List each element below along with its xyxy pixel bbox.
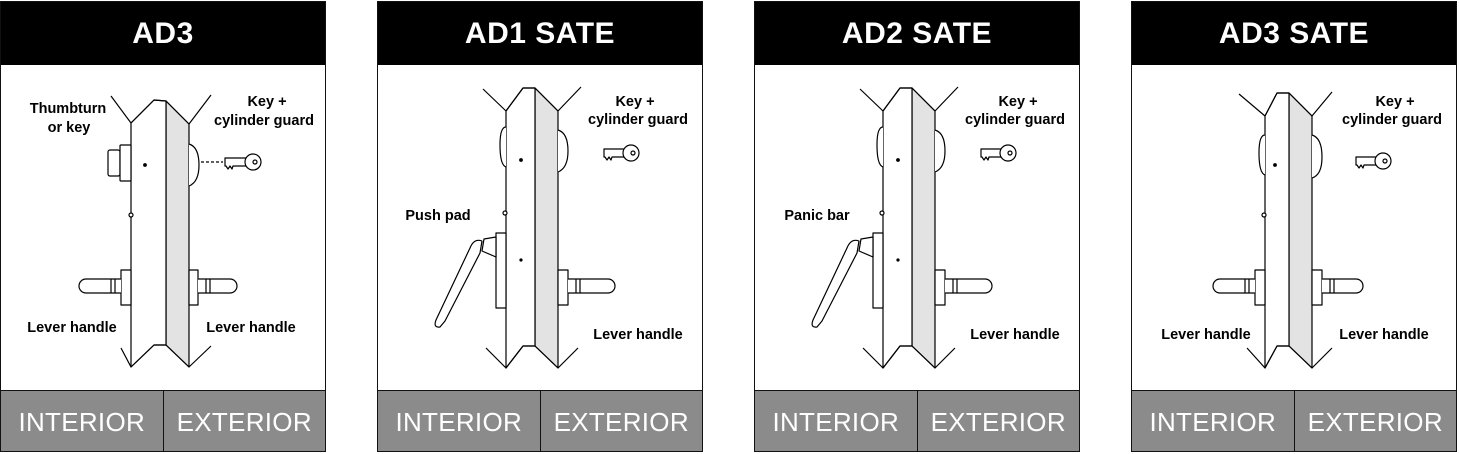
footer-exterior: EXTERIOR — [916, 391, 1080, 451]
label-thumbturn: Thumbturn — [30, 101, 107, 117]
door-panel-edge — [1264, 92, 1290, 369]
lever-handle-interior-icon — [78, 269, 132, 306]
panel-title: AD2 SATE — [755, 2, 1079, 65]
door-panel-edge — [505, 87, 536, 369]
break-line-top — [859, 86, 959, 112]
footer-exterior: EXTERIOR — [162, 391, 326, 451]
cylinder-guard-icon — [557, 129, 569, 173]
break-line-top — [482, 86, 582, 112]
panel-footer: INTERIOR EXTERIOR — [755, 390, 1080, 451]
cylinder-guard-icon — [1311, 134, 1323, 179]
label-lever-handle-interior: Lever handle — [27, 320, 116, 336]
label-lever-handle-interior: Lever handle — [1161, 327, 1250, 343]
lever-handle-interior-icon — [1212, 269, 1266, 306]
door-panel-edge — [882, 87, 913, 369]
key-icon — [224, 153, 262, 171]
lever-handle-exterior-icon — [557, 269, 616, 306]
thumbturn-icon — [107, 144, 132, 182]
break-line-bottom — [1246, 345, 1333, 369]
panel-ad2-sate: AD2 SATE — [754, 1, 1080, 452]
label-cylinder-guard: cylinder guard — [214, 113, 314, 129]
panel-title: AD3 — [1, 2, 325, 65]
panic-bar-icon — [811, 232, 884, 328]
door-panel-exterior-face — [1288, 92, 1313, 369]
footer-interior: INTERIOR — [18, 406, 146, 437]
lever-handle-exterior-icon — [188, 269, 238, 306]
break-line-top — [110, 94, 212, 125]
panel-footer: INTERIOR EXTERIOR — [1132, 390, 1457, 451]
label-lever-handle-exterior: Lever handle — [970, 327, 1059, 343]
label-panic-bar: Panic bar — [784, 208, 850, 224]
footer-interior: INTERIOR — [395, 406, 523, 437]
panel-footer: INTERIOR EXTERIOR — [1, 390, 326, 451]
push-pad-icon — [434, 232, 507, 328]
break-line-bottom — [120, 344, 212, 368]
footer-exterior: EXTERIOR — [1293, 391, 1457, 451]
footer-interior: INTERIOR — [772, 406, 900, 437]
key-icon — [1355, 152, 1392, 170]
key-icon — [980, 144, 1017, 162]
label-cylinder-guard: cylinder guard — [965, 112, 1065, 128]
label-or-key: or key — [48, 120, 91, 136]
panel-ad3: AD3 — [0, 1, 326, 452]
label-cylinder-guard: cylinder guard — [1342, 112, 1442, 128]
label-lever-handle-exterior: Lever handle — [1339, 327, 1428, 343]
break-line-bottom — [485, 345, 579, 369]
door-diagram: Key + cylinder guard Push pad Lever hand… — [405, 86, 688, 369]
cylinder-guard-icon — [188, 143, 200, 187]
door-diagram: Thumbturn or key Key + cylinder guard Le… — [27, 94, 314, 368]
door-diagram: Key + cylinder guard Panic bar Lever han… — [784, 86, 1065, 369]
label-key-plus: Key + — [998, 94, 1037, 110]
break-line-bottom — [862, 345, 956, 369]
break-line-top — [1238, 91, 1333, 117]
panel-ad1-sate: AD1 SATE — [377, 1, 703, 452]
footer-interior: INTERIOR — [1149, 406, 1277, 437]
key-icon — [603, 144, 640, 162]
label-cylinder-guard: cylinder guard — [588, 112, 688, 128]
label-push-pad: Push pad — [405, 208, 470, 224]
door-panel-exterior-face — [534, 87, 559, 369]
door-panel-edge — [130, 99, 167, 368]
cylinder-guard-icon — [934, 129, 946, 173]
panel-title: AD3 SATE — [1132, 2, 1456, 65]
lever-handle-exterior-icon — [1311, 269, 1364, 306]
lever-handle-exterior-icon — [934, 269, 993, 306]
label-key-plus: Key + — [615, 94, 654, 110]
panel-ad3-sate: AD3 SATE — [1131, 1, 1457, 452]
door-panel-exterior-face — [911, 87, 936, 369]
label-lever-handle-exterior: Lever handle — [593, 327, 682, 343]
label-key-plus: Key + — [1375, 94, 1414, 110]
label-lever-handle-exterior: Lever handle — [206, 320, 295, 336]
panel-title: AD1 SATE — [378, 2, 702, 65]
panel-footer: INTERIOR EXTERIOR — [378, 390, 703, 451]
label-key-plus: Key + — [247, 94, 286, 110]
footer-exterior: EXTERIOR — [539, 391, 703, 451]
door-diagram: Key + cylinder guard Lever handle Lever … — [1161, 91, 1442, 369]
door-panel-exterior-face — [165, 100, 190, 368]
